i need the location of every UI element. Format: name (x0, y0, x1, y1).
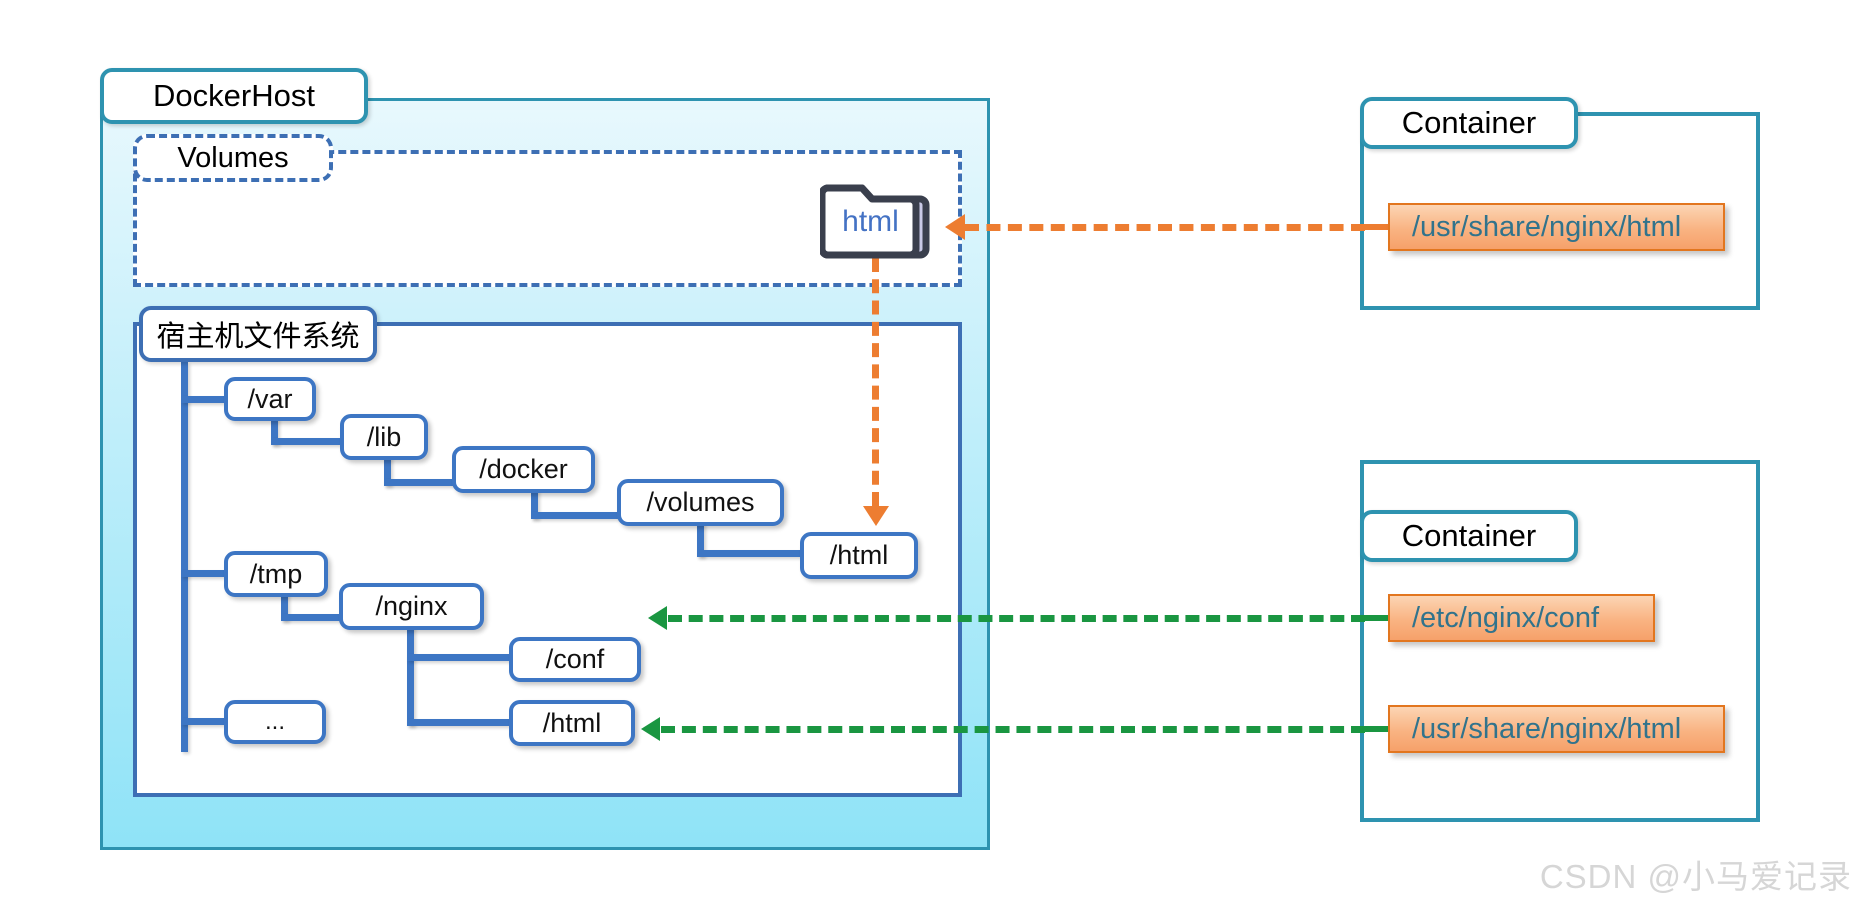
tree-connector-volumes-html-v (697, 522, 704, 557)
mount-line-green-conf (668, 615, 1365, 622)
container-path-usr-share-nginx-html-bottom[interactable]: /usr/share/nginx/html (1388, 705, 1725, 753)
tree-connector-ellipsis (181, 718, 224, 725)
tree-node-docker[interactable]: /docker (452, 446, 595, 493)
tree-connector-var-lib-v (271, 417, 278, 445)
tree-node-conf[interactable]: /conf (509, 637, 641, 682)
dockerhost-label: DockerHost (100, 68, 368, 124)
tree-connector-docker-volumes-v (531, 489, 538, 519)
container-path-etc-nginx-conf[interactable]: /etc/nginx/conf (1388, 594, 1655, 642)
mount-stub-orange-top (1360, 224, 1390, 230)
tree-connector-var (181, 396, 224, 403)
mount-line-orange-horizontal (965, 224, 1365, 231)
tree-node-nginx[interactable]: /nginx (339, 583, 484, 630)
tree-connector-volumes-html-h (697, 550, 803, 557)
tree-connector-tmp-nginx-v (281, 593, 288, 621)
container-top-label: Container (1360, 97, 1578, 149)
tree-connector-nginx-html (407, 719, 512, 726)
folder-icon (820, 184, 930, 259)
mount-arrowhead-green-to-conf (648, 606, 667, 630)
mount-arrowhead-orange-to-folder (945, 214, 965, 240)
mount-stub-green-html (1360, 726, 1390, 732)
mount-line-orange-vertical (872, 258, 879, 506)
container-bottom-label: Container (1360, 510, 1578, 562)
tree-node-volumes-html[interactable]: /html (800, 532, 918, 579)
tree-connector-tmp-nginx-h (281, 614, 342, 621)
tree-connector-docker-volumes-h (531, 512, 620, 519)
tree-trunk (181, 362, 188, 752)
tree-node-var[interactable]: /var (224, 377, 316, 421)
tree-connector-nginx-trunk (407, 626, 414, 726)
mount-arrowhead-green-to-nginx-html (641, 717, 660, 741)
mount-stub-green-conf (1360, 615, 1390, 621)
tree-connector-var-lib-h (271, 438, 345, 445)
tree-node-ellipsis[interactable]: ... (224, 700, 326, 744)
tree-node-tmp[interactable]: /tmp (224, 551, 328, 597)
mount-arrowhead-orange-to-html-node (863, 506, 889, 526)
tree-node-nginx-html[interactable]: /html (509, 700, 635, 746)
tree-node-volumes[interactable]: /volumes (617, 479, 784, 526)
volumes-label: Volumes (133, 134, 333, 182)
watermark: CSDN @小马爱记录 (1539, 858, 1852, 895)
tree-connector-lib-docker-h (384, 479, 456, 486)
tree-connector-lib-docker-v (384, 456, 391, 486)
tree-connector-tmp (181, 570, 224, 577)
host-filesystem-label: 宿主机文件系统 (139, 306, 377, 362)
tree-node-lib[interactable]: /lib (340, 414, 428, 460)
mount-line-green-html (661, 726, 1365, 733)
tree-connector-nginx-conf (407, 654, 512, 661)
container-path-usr-share-nginx-html-top[interactable]: /usr/share/nginx/html (1388, 203, 1725, 251)
